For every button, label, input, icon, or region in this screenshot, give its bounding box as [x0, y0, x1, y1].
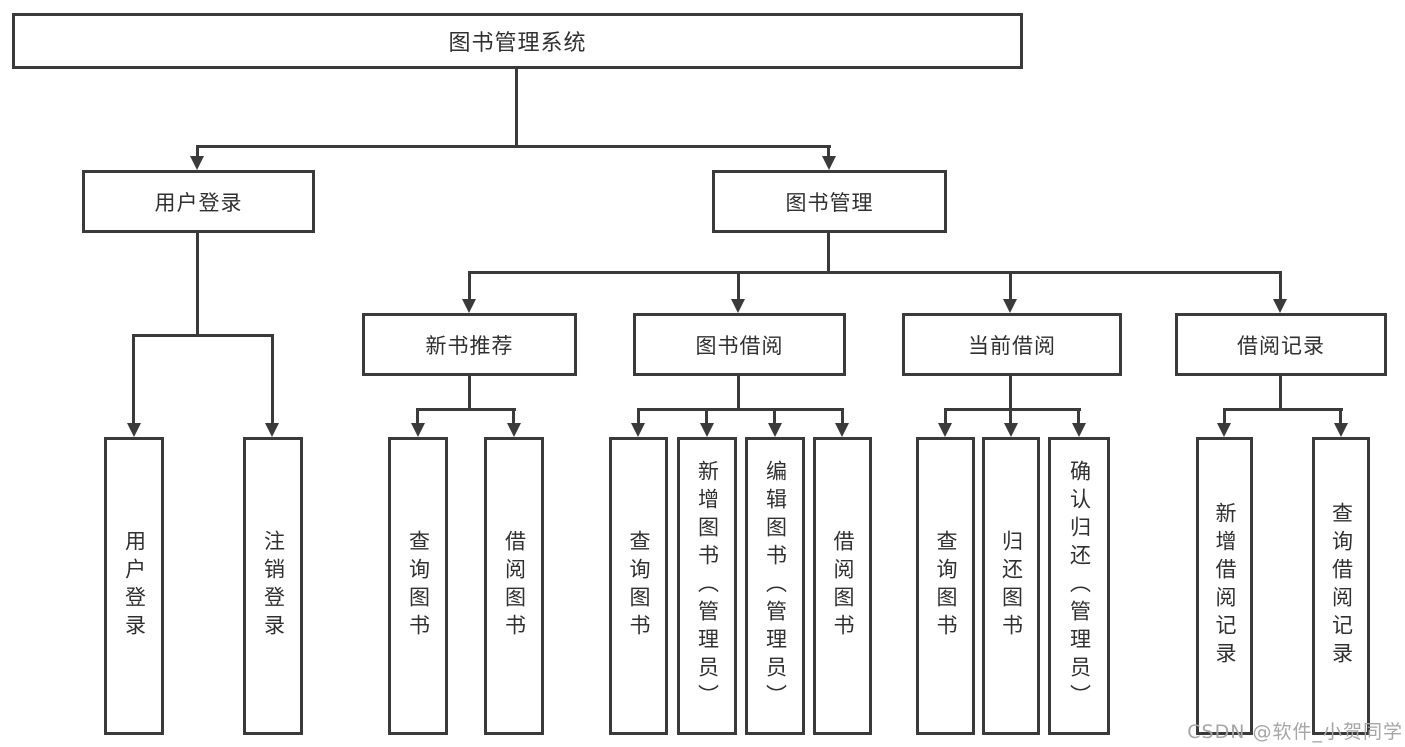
node-current-borrowing: 当前借阅	[902, 313, 1122, 376]
leaf-user-login: 用户登录	[104, 437, 164, 735]
csdn-watermark: CSDN @软件_小贺同学	[1187, 721, 1403, 743]
arrow-down-icon	[700, 423, 714, 437]
leaf-query-books-borrowing: 查询图书	[609, 437, 668, 735]
leaf-borrow-books: 借阅图书	[813, 437, 872, 735]
connector-drop	[512, 408, 515, 425]
node-new-book-recommendation: 新书推荐	[362, 313, 577, 376]
connector-root-cross	[197, 145, 831, 148]
connector-drop-borrowing-records	[1279, 271, 1282, 301]
leaf-query-books-recommend: 查询图书	[388, 437, 448, 735]
arrow-down-icon	[1334, 423, 1348, 437]
arrow-down-icon	[938, 423, 952, 437]
arrow-down-icon	[507, 423, 521, 437]
node-book-borrowing: 图书借阅	[633, 313, 846, 376]
arrow-down-icon	[768, 423, 782, 437]
arrow-down-icon	[411, 423, 425, 437]
connector-drop	[1223, 408, 1226, 425]
leaf-borrow-books-recommend: 借阅图书	[484, 437, 544, 735]
connector-records-stem	[1279, 376, 1282, 410]
connector-drop	[1339, 408, 1342, 425]
leaf-logout: 注销登录	[243, 437, 303, 735]
connector-drop	[637, 408, 640, 425]
arrow-down-icon	[1217, 423, 1231, 437]
node-borrowing-records: 借阅记录	[1175, 313, 1387, 376]
leaf-query-books-current: 查询图书	[916, 437, 975, 735]
node-user-login: 用户登录	[82, 170, 315, 233]
arrow-down-icon	[190, 156, 204, 170]
connector-drop-book-management	[827, 145, 830, 158]
connector-drop	[841, 408, 844, 425]
connector-records-cross	[1223, 408, 1343, 411]
arrow-down-icon	[462, 299, 476, 313]
arrow-down-icon	[1273, 299, 1287, 313]
arrow-down-icon	[1003, 299, 1017, 313]
arrow-down-icon	[731, 299, 745, 313]
connector-newbook-stem	[468, 376, 471, 410]
connector-borrowing-stem	[737, 376, 740, 410]
connector-newbook-cross	[416, 408, 516, 411]
connector-root-stem	[515, 69, 518, 147]
connector-current-stem	[1009, 376, 1012, 410]
arrow-down-icon	[822, 156, 836, 170]
connector-drop-book-borrowing	[737, 271, 740, 301]
connector-drop	[1077, 408, 1080, 425]
leaf-return-books: 归还图书	[982, 437, 1040, 735]
leaf-query-borrow-record: 查询借阅记录	[1312, 437, 1370, 735]
connector-drop	[944, 408, 947, 425]
node-root-library-management-system: 图书管理系统	[12, 13, 1023, 69]
connector-drop	[416, 408, 419, 425]
connector-drop	[705, 408, 708, 425]
leaf-confirm-return-admin: 确认归还（管理员）	[1048, 437, 1110, 735]
arrow-down-icon	[1072, 423, 1086, 437]
leaf-edit-books-admin: 编辑图书（管理员）	[745, 437, 805, 735]
connector-borrowing-cross	[637, 408, 844, 411]
arrow-down-icon	[265, 423, 279, 437]
connector-current-cross	[944, 408, 1081, 411]
connector-drop-current-borrowing	[1009, 271, 1012, 301]
connector-drop	[1009, 408, 1012, 425]
connector-drop-leaf-logout	[271, 334, 274, 425]
connector-bookmgmt-cross	[468, 271, 1282, 274]
connector-drop	[773, 408, 776, 425]
leaf-add-books-admin: 新增图书（管理员）	[677, 437, 737, 735]
connector-userlogin-stem	[196, 233, 199, 336]
arrow-down-icon	[835, 423, 849, 437]
node-book-management: 图书管理	[712, 170, 947, 233]
connector-userlogin-cross	[132, 334, 274, 337]
connector-drop-new-book	[468, 271, 471, 301]
connector-bookmgmt-stem	[827, 233, 830, 273]
arrow-down-icon	[631, 423, 645, 437]
arrow-down-icon	[127, 423, 141, 437]
connector-drop-leaf-user-login	[132, 334, 135, 425]
connector-drop-user-login	[196, 145, 199, 158]
leaf-add-borrow-record: 新增借阅记录	[1196, 437, 1253, 735]
arrow-down-icon	[1004, 423, 1018, 437]
